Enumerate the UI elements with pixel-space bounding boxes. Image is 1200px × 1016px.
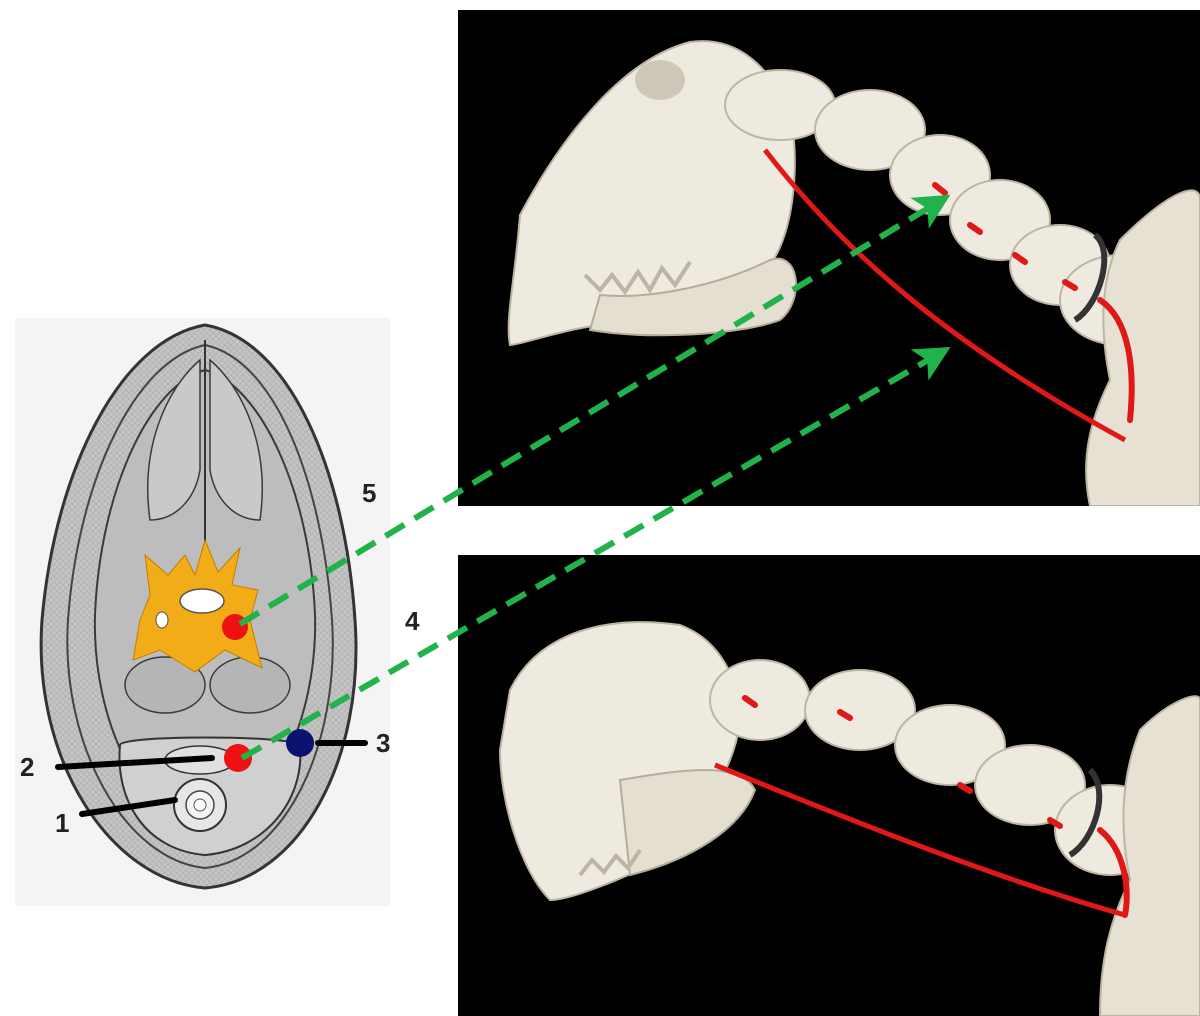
vertebral-foramen (156, 612, 168, 628)
red-marker-vertebra (222, 614, 248, 640)
label-4: 4 (405, 606, 420, 636)
ventral-muscle-right (210, 657, 290, 713)
orbit-upper (635, 60, 685, 100)
label-1: 1 (55, 808, 69, 838)
label-2: 2 (20, 752, 34, 782)
skeleton-photo-upper (458, 10, 1200, 506)
label-3: 3 (376, 728, 390, 758)
skeleton-photo-lower (458, 555, 1200, 1016)
label-5: 5 (362, 478, 376, 508)
trachea-lumen (194, 799, 206, 811)
spinal-canal (180, 589, 224, 613)
cross-section-diagram: 1 2 3 4 5 (15, 318, 420, 906)
